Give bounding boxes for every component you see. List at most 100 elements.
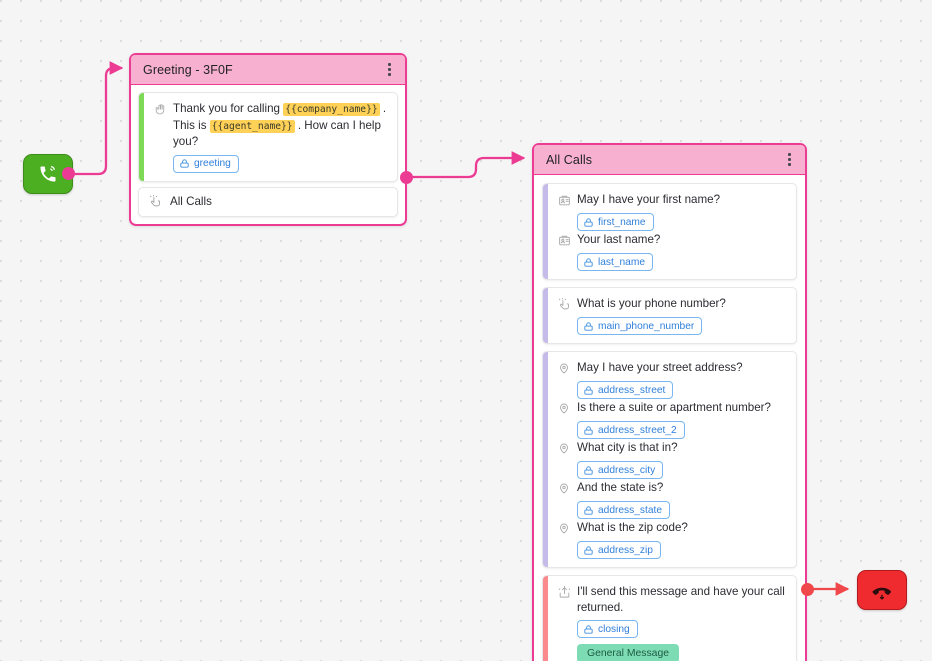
prompt-text: May I have your street address? bbox=[577, 361, 743, 374]
step-block-greeting[interactable]: Thank you for calling {{company_name}} .… bbox=[138, 92, 398, 182]
accent-bar-lavender bbox=[543, 184, 548, 279]
lock-icon bbox=[583, 545, 594, 556]
kebab-menu-icon[interactable] bbox=[785, 149, 794, 170]
prompt-segment-text: . How can I help you? bbox=[173, 118, 381, 149]
edge-greeting-to-allcalls bbox=[412, 151, 526, 179]
edge-start-to-greeting bbox=[74, 61, 124, 176]
lock-icon bbox=[583, 505, 594, 516]
end-node-hangup[interactable] bbox=[857, 570, 907, 610]
variable-chip-label: first_name bbox=[598, 216, 646, 228]
chip-row: main_phone_number bbox=[557, 317, 787, 335]
chip-row: address_city bbox=[557, 461, 787, 479]
greeting-output-port[interactable] bbox=[400, 171, 413, 184]
map-pin-icon bbox=[557, 441, 571, 456]
prompt-row: Is there a suite or apartment number? bbox=[557, 400, 787, 416]
map-pin-icon bbox=[557, 401, 571, 416]
prompt-row: What city is that in? bbox=[557, 440, 787, 456]
contact-card-icon bbox=[557, 193, 571, 208]
chip-row: last_name bbox=[557, 253, 787, 271]
contact-card-icon bbox=[557, 233, 571, 248]
variable-company-name[interactable]: {{company_name}} bbox=[283, 103, 380, 116]
variable-chip-address-street-2[interactable]: address_street_2 bbox=[577, 421, 685, 439]
branch-label: All Calls bbox=[170, 195, 212, 208]
chip-row: address_street_2 bbox=[557, 421, 787, 439]
waving-hand-icon bbox=[153, 102, 167, 117]
variable-chip-label: address_city bbox=[598, 464, 656, 476]
prompt-row: Your last name? bbox=[557, 232, 787, 248]
lock-icon bbox=[583, 321, 594, 332]
variable-chip-address-city[interactable]: address_city bbox=[577, 461, 664, 479]
card-all-calls[interactable]: All Calls bbox=[532, 143, 807, 661]
prompt-text: And the state is? bbox=[577, 481, 664, 494]
accent-bar-green bbox=[139, 93, 144, 181]
lock-icon bbox=[583, 217, 594, 228]
prompt-text: What is the zip code? bbox=[577, 521, 688, 534]
variable-chip-address-state[interactable]: address_state bbox=[577, 501, 670, 519]
variable-chip-last-name[interactable]: last_name bbox=[577, 253, 654, 271]
lock-icon bbox=[583, 257, 594, 268]
variable-chip-label: closing bbox=[598, 623, 630, 635]
variable-chip-address-street[interactable]: address_street bbox=[577, 381, 674, 399]
kebab-menu-icon[interactable] bbox=[385, 59, 394, 80]
prompt-row: What is your phone number? bbox=[557, 296, 787, 312]
card-all-calls-title: All Calls bbox=[546, 152, 593, 167]
prompt-row: Thank you for calling {{company_name}} .… bbox=[153, 101, 388, 150]
chip-row: address_street bbox=[557, 381, 787, 399]
step-block-address[interactable]: May I have your street address? address_… bbox=[542, 351, 797, 568]
variable-chip-closing[interactable]: closing bbox=[577, 620, 638, 638]
prompt-text: Your last name? bbox=[577, 233, 661, 246]
phone-hangup-icon bbox=[871, 579, 893, 601]
card-greeting[interactable]: Greeting - 3F0F bbox=[129, 53, 407, 226]
accent-bar-lavender bbox=[543, 352, 548, 567]
chip-row: closing bbox=[557, 620, 787, 638]
prompt-text: What city is that in? bbox=[577, 441, 678, 454]
card-greeting-title: Greeting - 3F0F bbox=[143, 62, 233, 77]
lock-icon bbox=[583, 465, 594, 476]
card-all-calls-body: May I have your first name? first_name bbox=[534, 175, 805, 661]
prompt-text: I'll send this message and have your cal… bbox=[577, 585, 785, 614]
prompt-text: What is your phone number? bbox=[577, 297, 726, 310]
card-greeting-header[interactable]: Greeting - 3F0F bbox=[131, 55, 405, 85]
map-pin-icon bbox=[557, 361, 571, 376]
phone-incoming-icon bbox=[38, 164, 58, 184]
click-pointer-icon bbox=[557, 297, 571, 312]
variable-chip-address-zip[interactable]: address_zip bbox=[577, 541, 661, 559]
variable-agent-name[interactable]: {{agent_name}} bbox=[209, 119, 295, 133]
chip-row: address_zip bbox=[557, 541, 787, 559]
prompt-row: What is the zip code? bbox=[557, 520, 787, 536]
outbound-message-icon bbox=[557, 585, 571, 600]
prompt-text: Is there a suite or apartment number? bbox=[577, 401, 771, 414]
variable-chip-label: address_state bbox=[598, 504, 662, 516]
step-block-phone[interactable]: What is your phone number? main_phone_nu… bbox=[542, 287, 797, 344]
tag-badge-general-message[interactable]: General Message bbox=[577, 644, 680, 661]
variable-chip-greeting[interactable]: greeting bbox=[173, 154, 239, 173]
prompt-row: May I have your street address? bbox=[557, 360, 787, 376]
all-calls-output-port[interactable] bbox=[801, 583, 814, 596]
lock-icon bbox=[583, 385, 594, 396]
branch-row-all-calls[interactable]: All Calls bbox=[138, 186, 398, 217]
variable-chip-label: last_name bbox=[598, 256, 646, 268]
step-block-closing[interactable]: I'll send this message and have your cal… bbox=[542, 575, 797, 661]
prompt-text: Thank you for calling {{company_name}} .… bbox=[173, 101, 388, 150]
variable-chip-label: address_zip bbox=[598, 544, 653, 556]
lock-icon bbox=[583, 624, 594, 635]
card-all-calls-header[interactable]: All Calls bbox=[534, 145, 805, 175]
variable-chip-main-phone-number[interactable]: main_phone_number bbox=[577, 317, 703, 335]
accent-bar-salmon bbox=[543, 576, 548, 661]
map-pin-icon bbox=[557, 521, 571, 536]
accent-bar-lavender bbox=[543, 288, 548, 343]
chip-row: first_name bbox=[557, 213, 787, 231]
card-greeting-body: Thank you for calling {{company_name}} .… bbox=[131, 85, 405, 224]
start-node-output-port[interactable] bbox=[62, 167, 75, 180]
step-block-names[interactable]: May I have your first name? first_name bbox=[542, 183, 797, 280]
variable-chip-label: greeting bbox=[194, 158, 231, 169]
variable-chip-label: address_street bbox=[598, 384, 666, 396]
chip-row: greeting bbox=[153, 154, 388, 173]
variable-chip-label: main_phone_number bbox=[598, 320, 695, 332]
lock-icon bbox=[179, 158, 190, 169]
variable-chip-first-name[interactable]: first_name bbox=[577, 213, 654, 231]
prompt-row: I'll send this message and have your cal… bbox=[557, 584, 787, 615]
prompt-row: And the state is? bbox=[557, 480, 787, 496]
prompt-text: May I have your first name? bbox=[577, 193, 721, 206]
